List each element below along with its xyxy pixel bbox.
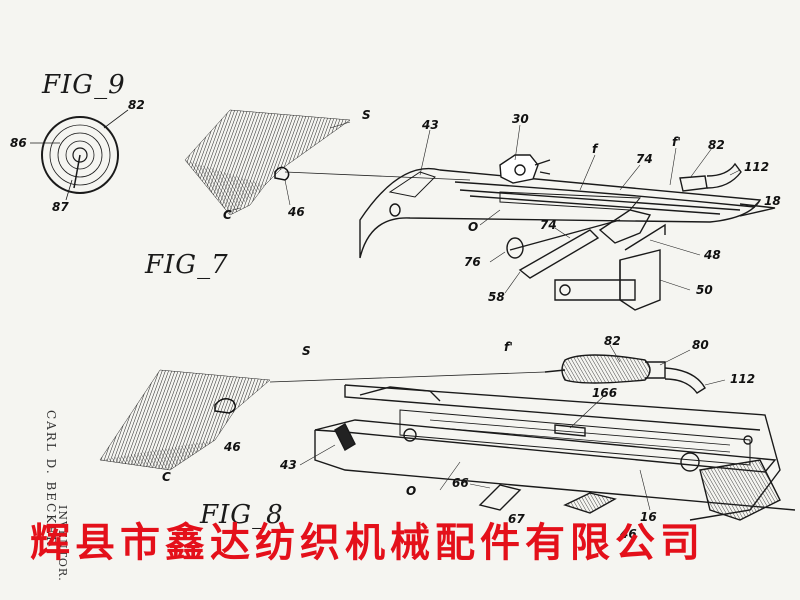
ref-label: 112 <box>730 372 756 386</box>
company-watermark: 辉县市鑫达纺织机械配件有限公司 <box>30 520 705 566</box>
ref-label: f <box>592 142 598 156</box>
ref-label: 87 <box>52 200 69 214</box>
fig7-yarn-sheet <box>184 109 471 216</box>
ref-label: 46 <box>224 440 241 454</box>
ref-label: 82 <box>604 334 621 348</box>
ref-label: 50 <box>696 283 713 297</box>
ref-label: C <box>162 470 171 484</box>
ref-label: 66 <box>452 476 469 490</box>
ref-label: C <box>223 208 232 222</box>
figure-label-fig7: FIG_7 <box>145 250 229 280</box>
ref-label: 18 <box>764 194 781 208</box>
inventor-name: CARL D. BECKER <box>44 410 58 548</box>
ref-label: S <box>302 344 311 358</box>
ref-label: 80 <box>692 338 709 352</box>
ref-label: O <box>468 220 479 234</box>
figure-label-fig8: FIG_8 <box>200 500 284 530</box>
fig8-yarn-sheet <box>99 369 546 471</box>
ref-label: 46 <box>620 527 637 541</box>
leader-lines <box>232 121 761 511</box>
fig9-bobbin <box>30 109 129 201</box>
ref-label: 46 <box>288 205 305 219</box>
ref-label: 58 <box>488 290 505 304</box>
ref-label: S <box>362 108 371 122</box>
ref-label: 43 <box>280 458 297 472</box>
fig8-shuttle <box>314 354 796 521</box>
ref-label: 82 <box>708 138 725 152</box>
ref-label: 82 <box>128 98 145 112</box>
ref-label: O <box>406 484 417 498</box>
figure-label-fig9: FIG_9 <box>42 70 126 100</box>
ref-label: 76 <box>464 255 481 269</box>
ref-label: 86 <box>10 136 27 150</box>
ref-label: 166 <box>592 386 618 400</box>
ref-label: 112 <box>744 160 770 174</box>
ref-label: f' <box>504 340 513 354</box>
ref-label: f' <box>672 135 681 149</box>
ref-label: 74 <box>540 218 557 232</box>
ref-label: 43 <box>422 118 439 132</box>
ref-label: 30 <box>512 112 529 126</box>
ref-label: 74 <box>636 152 653 166</box>
fig7-shuttle <box>359 154 776 311</box>
ref-label: 16 <box>640 510 657 524</box>
ref-label: 48 <box>704 248 721 262</box>
inventor-caption: INVENTOR. <box>56 505 69 582</box>
ref-label: 67 <box>508 512 525 526</box>
